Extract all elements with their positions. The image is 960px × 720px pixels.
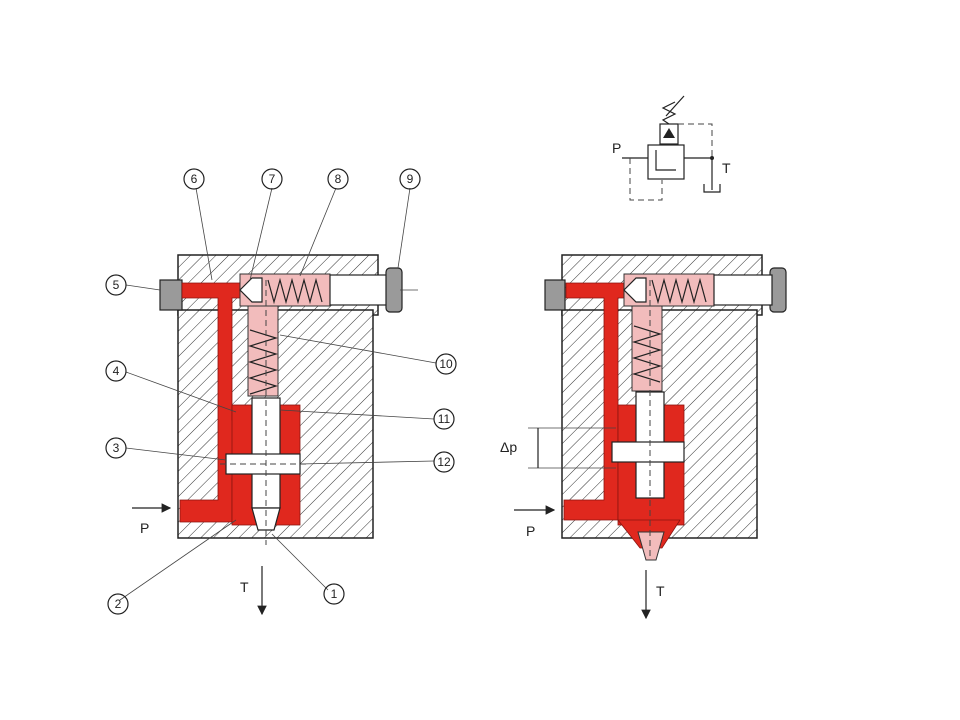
left-plug-5 — [159, 279, 183, 311]
callout-2: 2 — [107, 593, 129, 615]
right-outflow-jet — [637, 531, 665, 561]
right-section: Δp P T — [500, 254, 787, 620]
callout-7: 7 — [261, 168, 283, 190]
left-port-t-label: T — [240, 579, 249, 595]
svg-text:4: 4 — [113, 364, 120, 378]
svg-text:11: 11 — [438, 412, 451, 426]
right-adjust-screw — [713, 274, 773, 306]
right-orifice — [611, 441, 685, 463]
callout-12: 12 — [433, 451, 455, 473]
symbol-tank — [703, 184, 721, 193]
svg-text:8: 8 — [335, 172, 342, 186]
svg-text:10: 10 — [439, 357, 453, 371]
symbol-spring — [661, 101, 677, 125]
callout-5: 5 — [105, 274, 127, 296]
left-main-spring-10 — [247, 329, 279, 395]
right-plug — [544, 279, 566, 311]
svg-text:1: 1 — [331, 587, 338, 601]
right-port-p-label: P — [526, 523, 535, 539]
symbol-main-valve — [647, 144, 685, 180]
right-port-t-label: T — [656, 583, 665, 599]
left-section: P T — [132, 254, 418, 616]
callout-8: 8 — [327, 168, 349, 190]
svg-text:7: 7 — [269, 172, 276, 186]
svg-text:5: 5 — [113, 278, 120, 292]
left-spool-tip-1 — [251, 507, 281, 531]
delta-p-label: Δp — [500, 439, 517, 455]
symbol-port-p: P — [612, 140, 621, 156]
left-adjust-screw — [329, 274, 389, 306]
svg-text:2: 2 — [115, 597, 122, 611]
svg-text:9: 9 — [407, 172, 414, 186]
left-port-p-label: P — [140, 520, 149, 536]
left-spring-chamber — [247, 305, 279, 397]
svg-text:3: 3 — [113, 441, 120, 455]
callout-11: 11 — [433, 408, 455, 430]
left-callouts: 1 2 3 4 5 6 7 8 9 10 11 12 — [105, 168, 457, 615]
callout-1: 1 — [323, 583, 345, 605]
hydraulic-symbol: P T — [612, 95, 731, 201]
callout-6: 6 — [183, 168, 205, 190]
svg-text:6: 6 — [191, 172, 198, 186]
right-pilot-spring — [651, 277, 707, 305]
symbol-port-t: T — [722, 160, 731, 176]
left-knob-9 — [385, 267, 403, 313]
callout-3: 3 — [105, 437, 127, 459]
svg-text:12: 12 — [437, 455, 451, 469]
callout-4: 4 — [105, 360, 127, 382]
right-pilot-poppet — [623, 277, 647, 303]
callout-9: 9 — [399, 168, 421, 190]
callout-10: 10 — [435, 353, 457, 375]
left-pilot-spring-8 — [267, 277, 323, 305]
right-main-spring — [631, 325, 663, 383]
